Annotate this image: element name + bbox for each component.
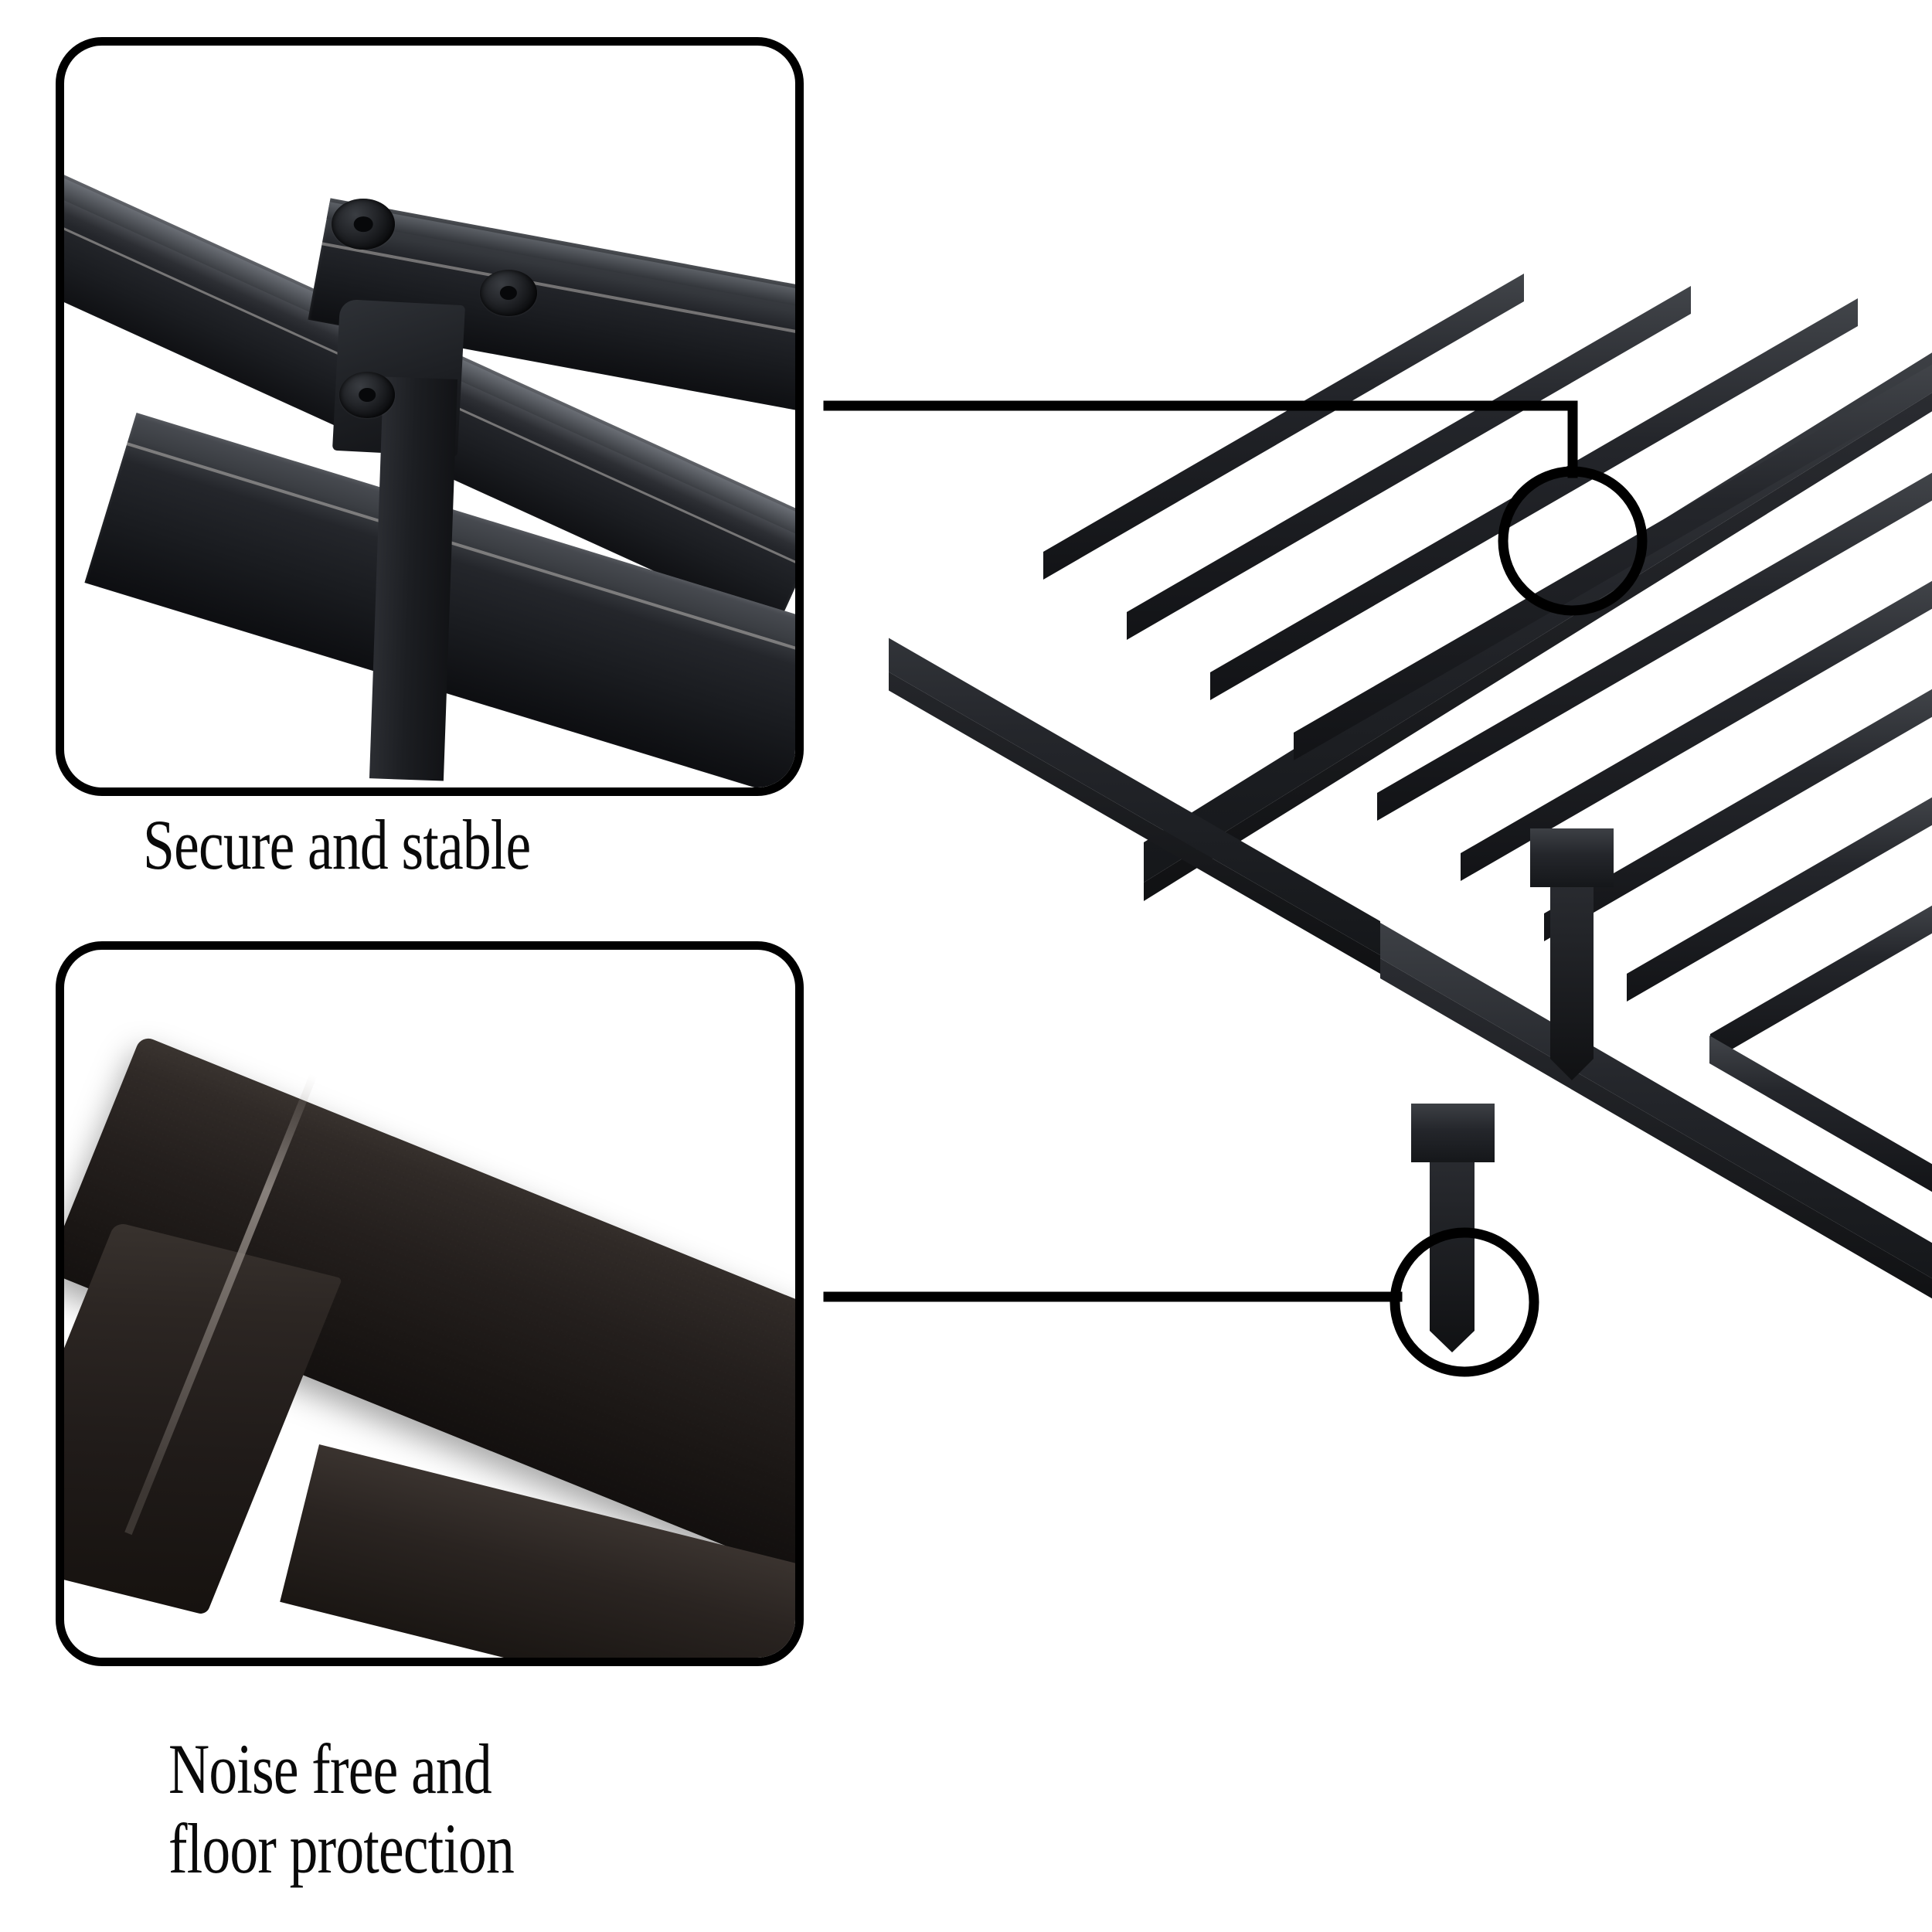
- detail-panel-noise-free-floor-protection: [56, 941, 804, 1666]
- frame-joint-photo: [64, 46, 795, 787]
- tube-end-cap-photo: [64, 950, 795, 1658]
- leg: [1530, 828, 1614, 1080]
- bolt-head: [332, 199, 395, 250]
- caption-noise-free-floor-protection: Noise free and floor protection: [168, 1730, 515, 1889]
- slat: [1710, 905, 1932, 1062]
- bolt-head: [480, 270, 537, 316]
- slat: [1627, 797, 1932, 1002]
- slat: [1377, 472, 1932, 821]
- leg: [1411, 1104, 1495, 1352]
- slat: [1544, 689, 1932, 941]
- slat: [1461, 580, 1932, 881]
- near-side-rail: [1380, 923, 1932, 1299]
- caption-secure-and-stable: Secure and stable: [143, 805, 531, 884]
- near-end-rail: [889, 638, 1380, 974]
- support-leg: [369, 376, 458, 781]
- slat: [1294, 364, 1932, 760]
- bolt-head: [339, 372, 395, 418]
- center-support-rail: [1709, 1036, 1932, 1192]
- detail-panel-secure-and-stable: [56, 37, 804, 796]
- bed-frame-illustration: [889, 274, 1932, 1352]
